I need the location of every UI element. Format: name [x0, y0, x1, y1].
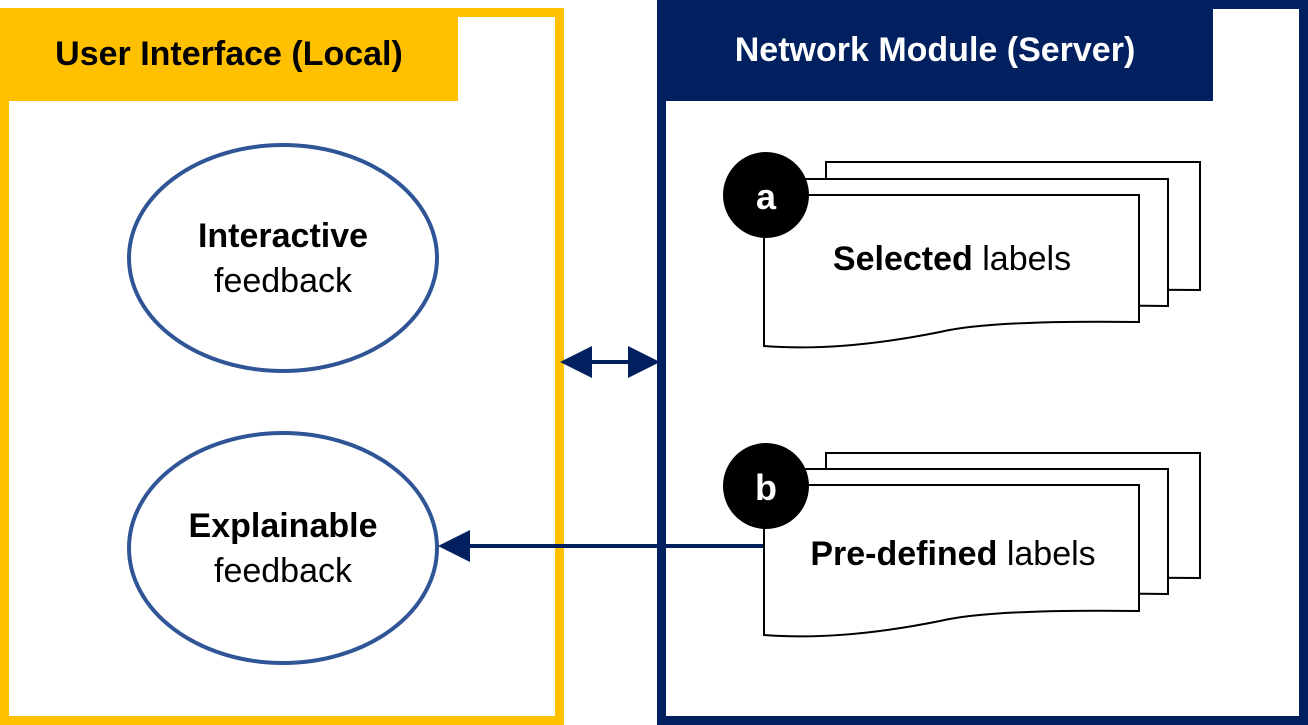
predefined-labels-document-stack	[763, 452, 1201, 638]
explainable-feedback-bold: Explainable	[189, 507, 378, 545]
selected-labels-text: Selected labels	[833, 240, 1071, 278]
interactive-feedback-normal: feedback	[214, 262, 353, 300]
selected-labels-bold: Selected	[833, 240, 973, 278]
interactive-feedback-bold: Interactive	[198, 217, 368, 255]
explainable-feedback-ellipse	[127, 431, 439, 665]
server-panel-title: Network Module (Server)	[657, 0, 1213, 101]
badge-a-letter: a	[756, 176, 777, 217]
predefined-labels-normal: labels	[997, 535, 1095, 573]
predefined-labels-text: Pre-defined labels	[810, 535, 1095, 573]
local-panel-title: User Interface (Local)	[0, 8, 458, 101]
interactive-feedback-ellipse	[127, 143, 439, 373]
badge-b-letter: b	[755, 467, 777, 508]
selected-labels-document-stack	[763, 161, 1201, 349]
badge-a	[723, 152, 809, 238]
explainable-feedback-normal: feedback	[214, 552, 353, 590]
predefined-labels-bold: Pre-defined	[810, 535, 997, 573]
selected-labels-normal: labels	[973, 240, 1071, 278]
badge-b	[723, 443, 809, 529]
